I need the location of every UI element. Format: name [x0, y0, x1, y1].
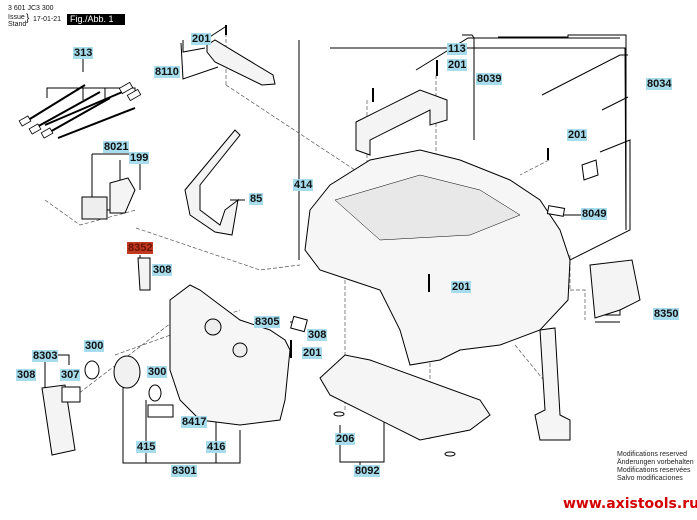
part-label-8352[interactable]: 8352	[127, 242, 154, 254]
stand-label: Stand	[8, 21, 27, 28]
part-label-206[interactable]: 206	[335, 433, 356, 445]
part-label-313[interactable]: 313	[73, 47, 94, 59]
part-label-85[interactable]: 85	[249, 193, 264, 205]
notice-fr: Modifications reservées	[617, 467, 691, 474]
part-label-201[interactable]: 201	[567, 129, 588, 141]
part-label-415[interactable]: 415	[136, 441, 157, 453]
part-label-300[interactable]: 300	[84, 340, 105, 352]
document-number: 3 601 JC3 300	[8, 5, 54, 12]
issue-date: 17-01-21	[33, 16, 62, 23]
part-label-199[interactable]: 199	[129, 152, 150, 164]
part-label-201[interactable]: 201	[191, 33, 212, 45]
part-label-201[interactable]: 201	[451, 281, 472, 293]
part-label-8301[interactable]: 8301	[171, 465, 198, 477]
issue-label: Issue	[8, 14, 25, 21]
website-link[interactable]: www.axistools.ru	[563, 496, 697, 512]
notice-en: Modifications reserved	[617, 451, 688, 458]
part-label-201[interactable]: 201	[447, 59, 468, 71]
part-label-8303[interactable]: 8303	[32, 350, 59, 362]
part-label-8021[interactable]: 8021	[103, 141, 130, 153]
part-label-8110[interactable]: 8110	[154, 66, 180, 78]
part-label-308[interactable]: 308	[152, 264, 173, 276]
figure-label: Fig./Abb. 1	[67, 14, 125, 25]
part-label-8039[interactable]: 8039	[476, 73, 503, 85]
part-label-201[interactable]: 201	[302, 347, 323, 359]
part-label-8305[interactable]: 8305	[254, 316, 281, 328]
part-label-308[interactable]: 308	[16, 369, 37, 381]
part-label-416[interactable]: 416	[206, 441, 227, 453]
part-label-414[interactable]: 414	[293, 179, 314, 191]
part-label-8417[interactable]: 8417	[181, 416, 208, 428]
part-label-8049[interactable]: 8049	[581, 208, 608, 220]
part-label-8092[interactable]: 8092	[354, 465, 381, 477]
notice-es: Salvo modificaciones	[617, 475, 683, 482]
part-label-308[interactable]: 308	[307, 329, 328, 341]
modifications-notice: Modifications reserved Änderungen vorbeh…	[617, 451, 694, 483]
part-label-300[interactable]: 300	[147, 366, 168, 378]
part-label-307[interactable]: 307	[60, 369, 81, 381]
part-label-8350[interactable]: 8350	[653, 308, 680, 320]
brace: }	[26, 13, 30, 24]
notice-de: Änderungen vorbehalten	[617, 459, 694, 466]
part-label-113[interactable]: 113	[447, 43, 467, 55]
part-label-8034[interactable]: 8034	[646, 78, 673, 90]
